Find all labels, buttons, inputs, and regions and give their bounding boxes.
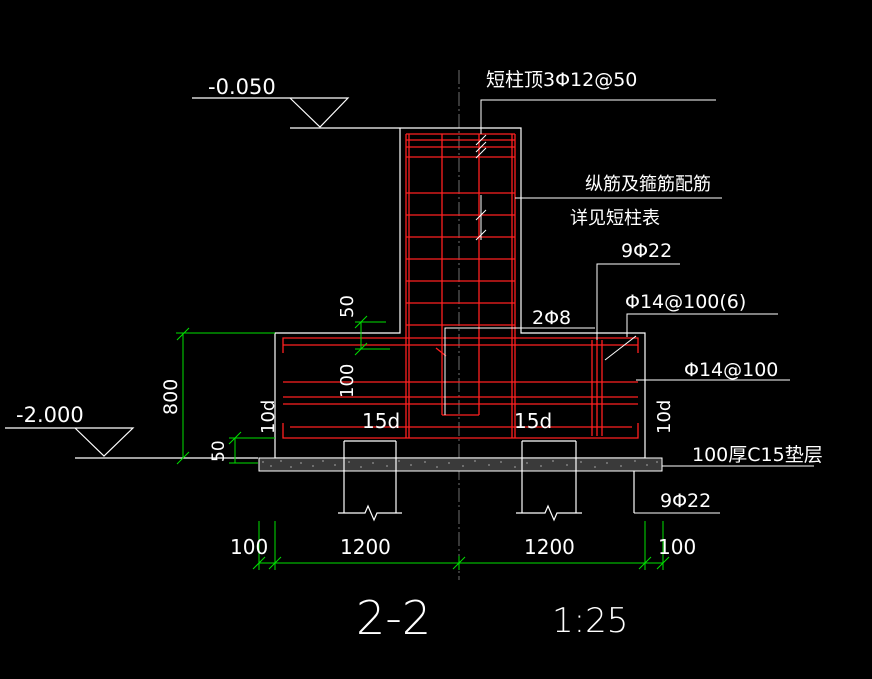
dim-15d-right-label: 15d	[514, 409, 552, 433]
elevation-top-label: -0.050	[208, 75, 276, 99]
cushion-label: 100厚C15垫层	[692, 444, 823, 466]
elevation-marker-top	[192, 97, 400, 129]
dim-100-left-label: 100	[230, 535, 268, 559]
elevation-bottom-label: -2.000	[16, 403, 84, 427]
dim-15d-left-label: 15d	[362, 409, 400, 433]
elevation-marker-bottom	[5, 427, 258, 459]
dimension-lines	[176, 315, 670, 570]
footing-rebar	[282, 337, 639, 439]
rebar-2phi8-label: 2Φ8	[532, 307, 571, 329]
dim-50-top-label: 50	[337, 295, 358, 318]
rebar-9phi22-top-label: 9Φ22	[621, 240, 672, 262]
pile-left	[338, 440, 402, 522]
column-rebar-note-line1: 纵筋及箍筋配筋	[585, 174, 711, 195]
cushion-hatch	[262, 460, 658, 468]
dim-1200-left-label: 1200	[340, 535, 391, 559]
column-rebar-note-line2: 详见短柱表	[570, 208, 660, 229]
rebar-9phi22-bottom-label: 9Φ22	[660, 490, 711, 512]
dim-800-label: 800	[160, 379, 182, 415]
rebar-phi14-100-label: Φ14@100	[684, 359, 778, 381]
dim-10d-right-label: 10d	[654, 400, 675, 434]
column-rebar	[405, 133, 516, 438]
dim-100-label: 100	[337, 364, 358, 398]
pile-right	[516, 440, 582, 522]
column-top-rebar-label: 短柱顶3Φ12@50	[486, 69, 637, 91]
leader-lines	[444, 99, 814, 514]
dim-50-bottom-label: 50	[209, 440, 229, 462]
dim-1200-right-label: 1200	[524, 535, 575, 559]
dim-100-right-label: 100	[658, 535, 696, 559]
section-title: 2-2	[356, 591, 431, 645]
dim-10d-left-label: 10d	[258, 400, 279, 434]
cushion-layer	[258, 457, 663, 472]
scale-label: 1:25	[552, 601, 628, 641]
rebar-phi14-100-6-label: Φ14@100(6)	[625, 291, 746, 313]
